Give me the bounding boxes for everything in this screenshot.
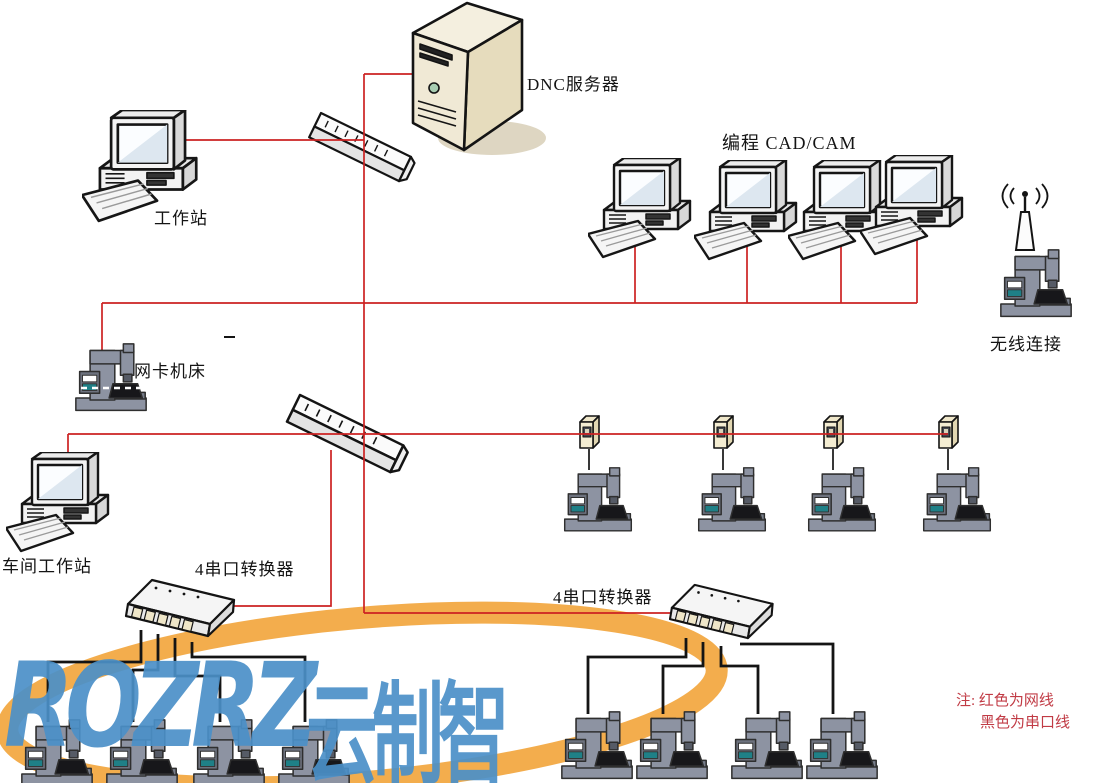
serial-line [586, 638, 688, 714]
serial-machine-icons-left [21, 719, 350, 783]
legend-note: 注: 红色为网线 黑色为串口线 [956, 690, 1070, 734]
ethernet-adapter-icons [579, 415, 959, 449]
wireless-label: 无线连接 [990, 335, 1062, 354]
shop-workstation-label: 车间工作站 [2, 557, 92, 576]
serial-line [190, 642, 307, 722]
serial-cables [46, 630, 835, 722]
watermark-swoosh [0, 601, 728, 783]
ethernet-hub-icon [308, 111, 418, 185]
serial-line [173, 638, 222, 722]
legend-note-line1: 注: 红色为网线 [956, 693, 1054, 709]
wireless-machine-icon [1000, 249, 1072, 318]
cadcam-computer-icons [588, 155, 964, 261]
dnc-server-icon [411, 1, 524, 152]
serial-line [740, 642, 835, 714]
wireless-antenna-icon [1001, 183, 1049, 251]
dnc-server-label: DNC服务器 [527, 75, 620, 94]
workstation-label: 工作站 [154, 209, 208, 228]
serial-line [46, 630, 143, 722]
shop-workstation-icon [6, 452, 110, 553]
serial-line [719, 646, 760, 714]
serial-line [661, 642, 705, 714]
serial-converter-left-label: 4串口转换器 [195, 560, 295, 579]
serial-converter-right-label: 4串口转换器 [553, 588, 653, 607]
legend-note-line2: 黑色为串口线 [980, 715, 1071, 731]
serial-machine-icons-right [561, 711, 878, 780]
network-machine-label: 网卡机床 [134, 362, 206, 381]
network-line [233, 450, 332, 607]
ethernet-hub-icon [285, 393, 411, 477]
serial-converter-icon [124, 578, 236, 638]
adapter-drop-lines [588, 449, 949, 470]
cadcam-label: 编程 CAD/CAM [722, 133, 857, 153]
serial-line [131, 634, 160, 722]
adapter-machine-icons [563, 467, 992, 532]
